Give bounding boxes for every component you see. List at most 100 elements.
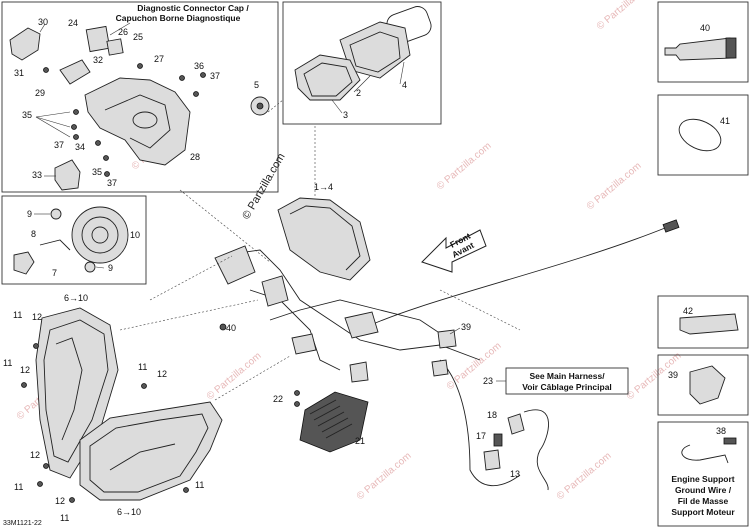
bulb-part bbox=[13, 251, 35, 275]
cluster-detail bbox=[289, 205, 361, 271]
headlight-detail-left bbox=[55, 337, 83, 441]
headlight-detail-lower bbox=[109, 443, 176, 471]
part-number: 3 bbox=[343, 110, 348, 120]
clamp-inset-frame bbox=[657, 94, 749, 176]
part-number: 26 bbox=[118, 27, 128, 37]
screw-part bbox=[104, 171, 110, 177]
leader-line bbox=[95, 266, 105, 269]
sealant-inset: 40 bbox=[657, 1, 749, 83]
part-number: 17 bbox=[476, 431, 486, 441]
part-number: 12 bbox=[20, 365, 30, 375]
wiring-harness: 40 39 bbox=[214, 219, 680, 487]
part-number: 22 bbox=[273, 394, 283, 404]
gauge-lens-detail bbox=[349, 31, 401, 73]
assembly-line bbox=[267, 99, 284, 113]
switch-body bbox=[483, 449, 501, 471]
sealant-tube bbox=[664, 37, 735, 61]
tie-inset: 42 bbox=[657, 295, 749, 349]
part-number: 12 bbox=[55, 496, 65, 506]
part-number: 39 bbox=[461, 322, 471, 332]
assembly-lines bbox=[119, 99, 521, 401]
assembly-line bbox=[149, 255, 233, 301]
front-arrow: Front Avant bbox=[421, 229, 487, 273]
assembly-line bbox=[179, 189, 271, 263]
ground-wire bbox=[681, 444, 729, 464]
part-number: 33 bbox=[32, 170, 42, 180]
screw-part bbox=[33, 343, 39, 349]
part-number: 12 bbox=[32, 312, 42, 322]
main-harness-label-en: See Main Harness/ bbox=[529, 371, 605, 381]
assembly-line bbox=[119, 299, 259, 331]
part-number: 39 bbox=[668, 370, 678, 380]
engine-support-label: Fil de Masse bbox=[678, 496, 729, 506]
part-number: 40 bbox=[226, 323, 236, 333]
screw-part bbox=[103, 155, 109, 161]
switch-nut bbox=[493, 433, 503, 447]
screw-part bbox=[294, 390, 300, 396]
leader-line bbox=[353, 75, 371, 93]
part-number: 7 bbox=[52, 268, 57, 278]
screw-part bbox=[183, 487, 189, 493]
clamp-inset: 41 bbox=[657, 94, 749, 176]
leader-line bbox=[331, 99, 343, 114]
part-number: 11 bbox=[138, 362, 147, 372]
leader-line bbox=[399, 61, 405, 85]
leader-line bbox=[449, 327, 461, 335]
lanyard-switch: 18 17 13 bbox=[476, 409, 549, 491]
switch-part bbox=[54, 159, 81, 191]
lower-headlight: 11 12 12 11 11 6→10 bbox=[55, 362, 223, 523]
part-number: 2 bbox=[356, 88, 361, 98]
bulb-socket bbox=[50, 208, 62, 220]
headlight-reflector bbox=[71, 206, 129, 264]
tie-strap bbox=[679, 313, 739, 335]
diag-cap-label-fr: Capuchon Borne Diagnostique bbox=[116, 13, 241, 23]
bracket-inset: Diagnostic Connector Cap / Capuchon Born… bbox=[1, 1, 279, 193]
part-number: 37 bbox=[54, 140, 64, 150]
watermark-text: © Partzilla.com bbox=[595, 0, 654, 32]
front-arrow-icon bbox=[421, 229, 487, 273]
screw-part bbox=[71, 124, 77, 130]
screw-part bbox=[73, 134, 79, 140]
part-number: 11 bbox=[14, 482, 23, 492]
part-number: 25 bbox=[133, 32, 143, 42]
hose-clamp bbox=[678, 118, 722, 152]
gauge-inset-frame bbox=[282, 1, 442, 125]
part-number: 37 bbox=[210, 71, 220, 81]
screw-part bbox=[200, 72, 206, 78]
part-number: 11 bbox=[3, 358, 12, 368]
harness-connector bbox=[214, 245, 256, 285]
clip-inset-frame bbox=[657, 354, 749, 416]
leader-line bbox=[39, 23, 46, 33]
harness-wire-long bbox=[359, 227, 666, 331]
part-number: 8 bbox=[31, 229, 36, 239]
harness-connector bbox=[437, 329, 457, 349]
harness-wire bbox=[269, 299, 451, 341]
screw-part bbox=[69, 497, 75, 503]
part-number: 40 bbox=[700, 23, 710, 33]
switch-cap bbox=[507, 413, 525, 435]
part-number: 12 bbox=[30, 450, 40, 460]
part-number: 28 bbox=[190, 152, 200, 162]
watermark-text: © Partzilla.com bbox=[445, 341, 504, 393]
headlight-housing-lower bbox=[79, 401, 223, 501]
screw-part bbox=[179, 75, 185, 81]
sealant-cap bbox=[725, 37, 737, 59]
ground-wire-inset: 38 Engine Support Ground Wire / Fil de M… bbox=[657, 421, 749, 527]
headlight-lens-lower bbox=[89, 413, 209, 493]
screw-part bbox=[43, 463, 49, 469]
harness-connector bbox=[349, 361, 369, 383]
part-number: 9 bbox=[27, 209, 32, 219]
screw-part bbox=[43, 67, 49, 73]
knob-center bbox=[256, 102, 264, 110]
watermark-text: © Partzilla.com bbox=[205, 351, 264, 403]
clip-inset: 39 bbox=[657, 354, 749, 416]
bulb-socket bbox=[84, 261, 96, 273]
lanyard-cord bbox=[523, 409, 549, 491]
sealant-spot bbox=[219, 323, 227, 331]
harness-wire bbox=[439, 359, 521, 487]
gauge-inset: 4 2 3 bbox=[282, 1, 442, 125]
ground-wire-inset-frame bbox=[657, 421, 749, 527]
part-number: 10 bbox=[130, 230, 140, 240]
leader-line bbox=[35, 116, 71, 128]
